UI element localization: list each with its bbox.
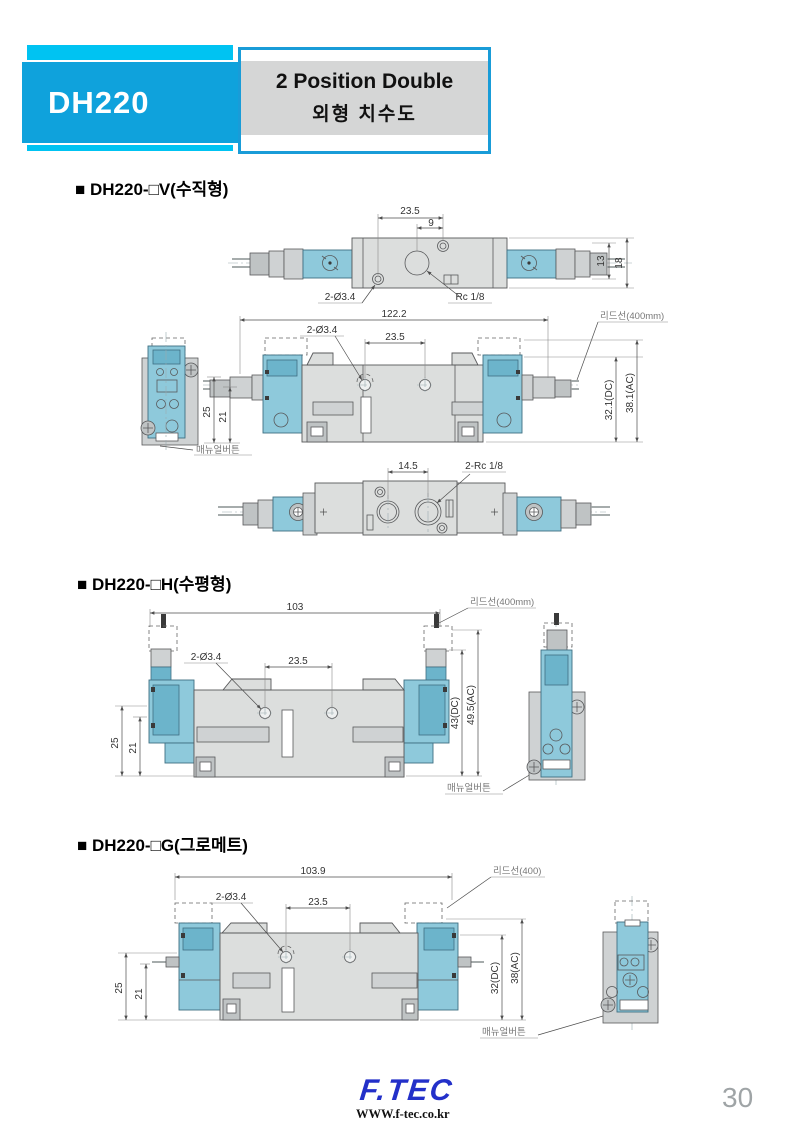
model-name: DH220 [48,84,150,120]
model-box: DH220 [20,60,248,145]
dim-v-h-inner: 13 [596,255,607,267]
dim-v-total-w: 122.2 [381,309,406,320]
label-g-holes: 2-Ø3.4 [216,892,247,903]
g-front-view: 103.9 리드선(400) 2-Ø3.4 23.5 25 21 32(DC) … [114,866,604,1039]
label-v-bottom-ports: 2-Rc 1/8 [465,461,503,472]
dim-h-pitch: 23.5 [288,656,308,667]
dim-v-h-dc: 32.1(DC) [604,380,615,421]
dim-v-bottom-pitch: 14.5 [398,461,418,472]
v-bottom-view: 14.5 2-Rc 1/8 [218,461,610,536]
v-side-view: 매뉴얼버튼 [140,332,252,456]
dim-h-total-w: 103 [287,602,304,613]
label-g-manual: 매뉴얼버튼 [482,1027,526,1038]
dim-h-h1: 25 [110,737,121,749]
h-front-view: 103 리드선(400mm) 23.5 2-Ø3.4 25 21 43(DC) … [110,597,536,795]
dim-g-h2: 21 [134,988,145,1000]
section-title-h: ■ DH220-□H(수평형) [77,575,232,594]
dim-v-h1: 25 [202,406,213,418]
dim-v-pitch-b: 9 [428,218,434,229]
drawing-dh220-h: 103 리드선(400mm) 23.5 2-Ø3.4 25 21 43(DC) … [110,597,586,795]
label-v-holes: 2-Ø3.4 [325,292,356,303]
dim-g-h-ac: 38(AC) [510,952,521,984]
page-number: 30 [722,1082,754,1113]
g-side-view [600,896,659,1030]
drawing-dh220-g: 103.9 리드선(400) 2-Ø3.4 23.5 25 21 32(DC) … [114,866,659,1039]
dim-g-pitch: 23.5 [308,897,328,908]
title-panel: 2 Position Double 외형 치수도 [241,61,488,135]
dim-v-front-pitch: 23.5 [385,332,405,343]
v-top-view: 23.5 9 13 18 2-Ø3.4 Rc 1/8 [228,206,634,304]
h-side-view [526,613,586,785]
title-line1: 2 Position Double [275,70,454,93]
dim-v-h2: 21 [218,411,229,423]
label-g-lead: 리드선(400) [493,866,541,877]
dim-h-h-dc: 43(DC) [450,697,461,729]
label-v-port: Rc 1/8 [456,292,485,303]
dim-g-h1: 25 [114,982,125,994]
dim-v-pitch-a: 23.5 [400,206,420,217]
v-front-view: 122.2 리드선(400mm) 2-Ø3.4 23.5 25 21 32.1(… [202,309,668,444]
label-h-lead: 리드선(400mm) [470,597,534,608]
dim-v-h-outer: 18 [614,257,625,269]
label-h-holes: 2-Ø3.4 [191,652,222,663]
dim-h-h-ac: 49.5(AC) [466,685,477,725]
dim-v-h-ac: 38.1(AC) [625,373,636,413]
drawing-dh220-v: 23.5 9 13 18 2-Ø3.4 Rc 1/8 [140,206,668,536]
dim-h-h2: 21 [128,742,139,754]
dim-g-total-w: 103.9 [300,866,325,877]
dim-g-h-dc: 32(DC) [490,962,501,994]
label-v-lead: 리드선(400mm) [600,311,664,322]
title-box: 2 Position Double 외형 치수도 [238,47,491,154]
label-h-manual: 매뉴얼버튼 [447,783,491,794]
label-v-manual: 매뉴얼버튼 [196,445,240,456]
section-title-g: ■ DH220-□G(그로메트) [77,836,248,855]
label-v-front-holes: 2-Ø3.4 [307,325,338,336]
website-url: WWW.f-tec.co.kr [356,1107,450,1121]
ftec-logo: F.TEC [358,1074,456,1107]
section-title-v: ■ DH220-□V(수직형) [75,180,229,199]
title-line2: 외형 치수도 [312,104,417,125]
